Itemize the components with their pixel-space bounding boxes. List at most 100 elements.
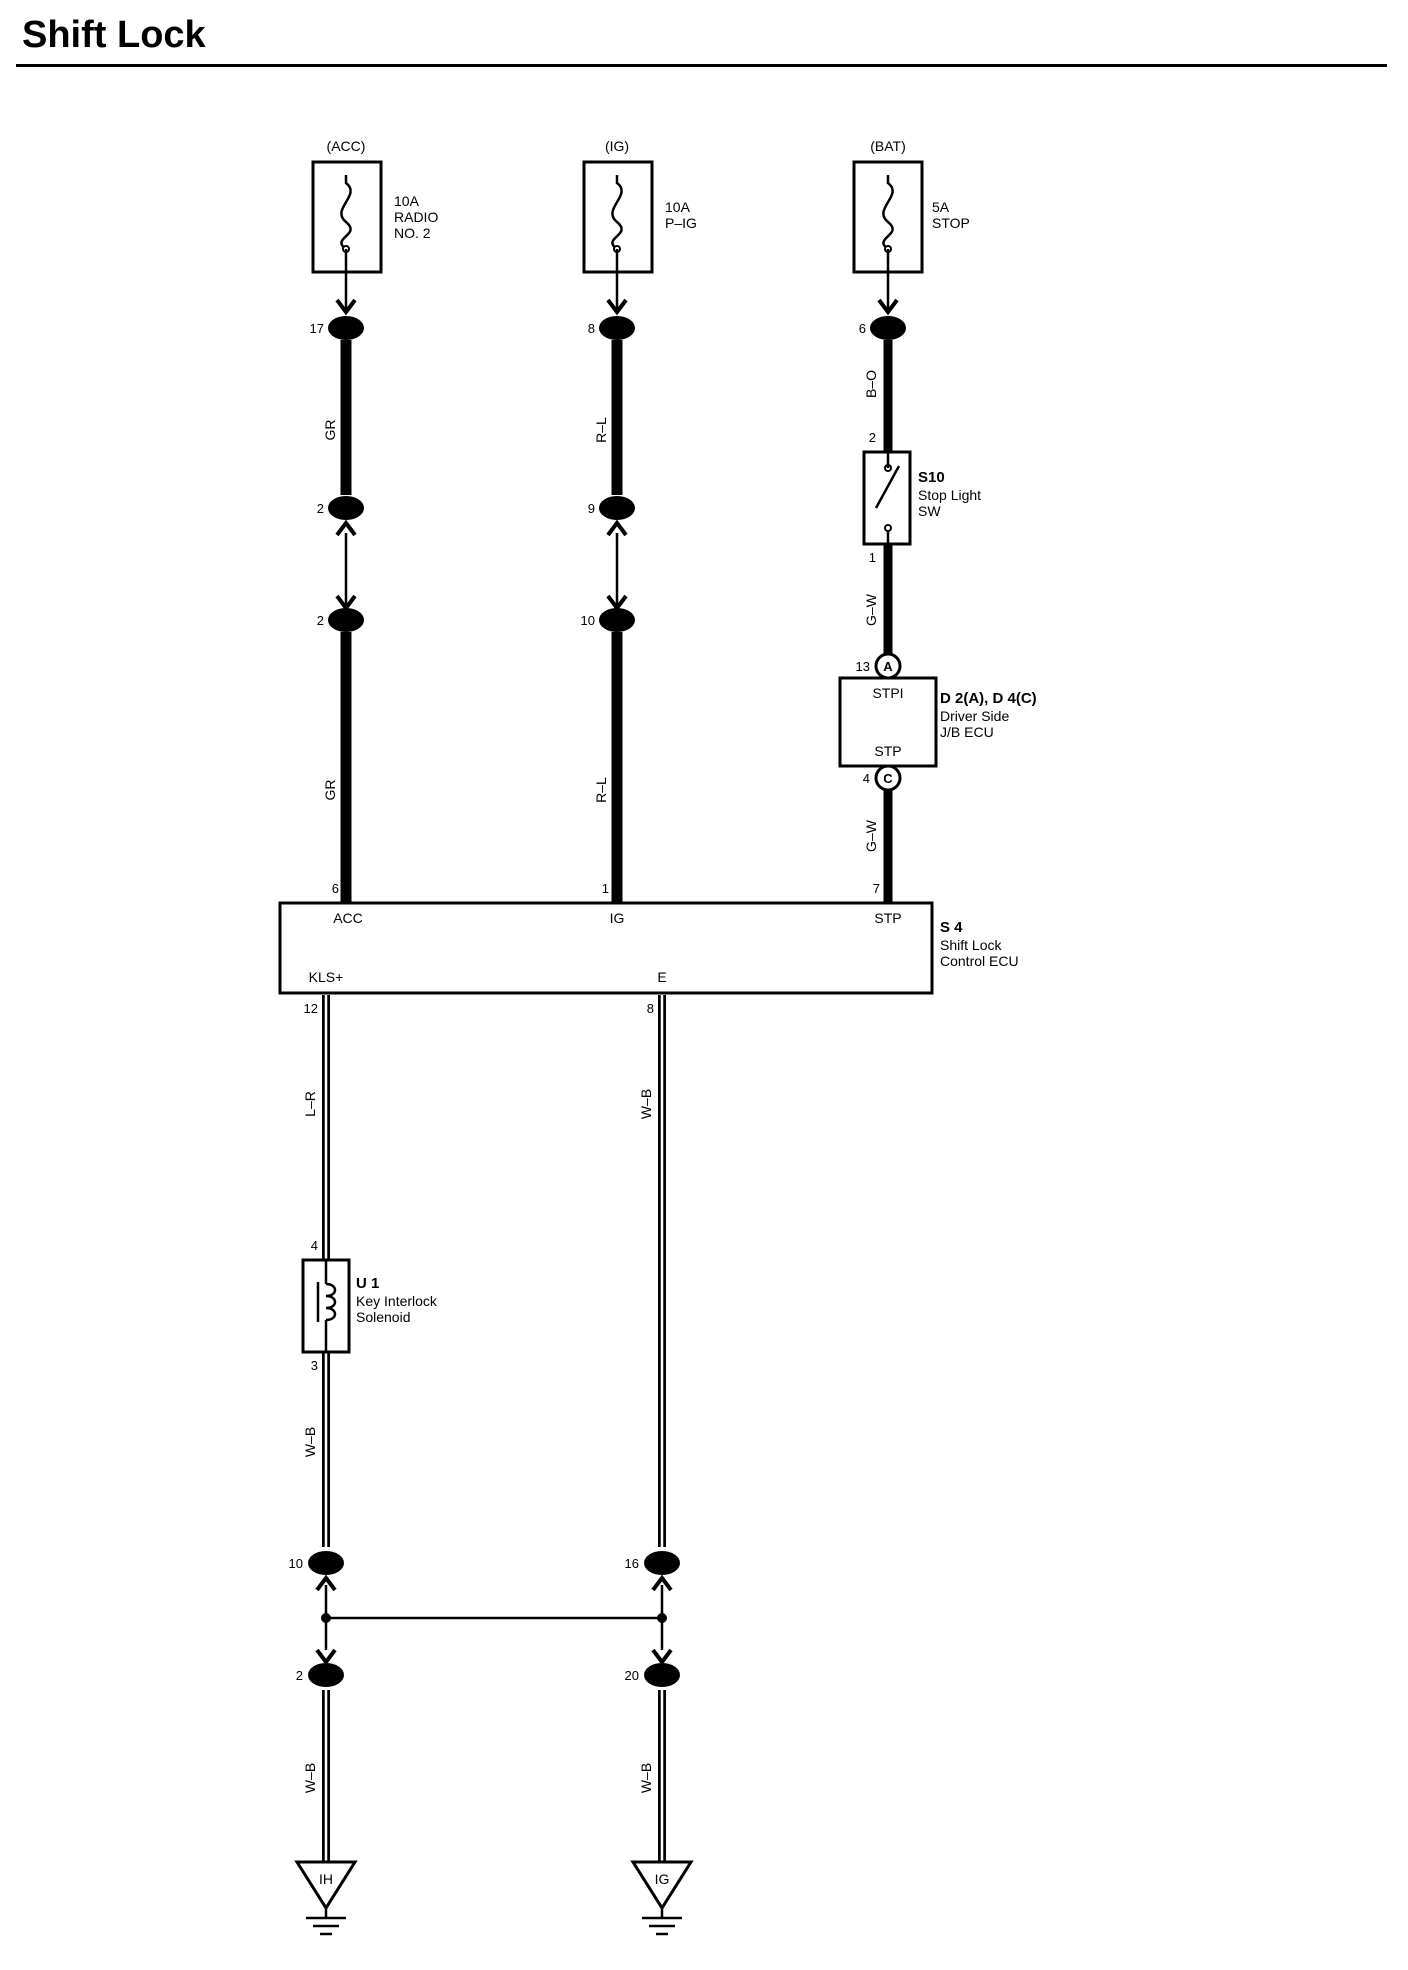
connector-id: 3E <box>610 321 625 335</box>
component-name: Shift Lock <box>940 937 1002 953</box>
connector-circle <box>874 764 902 792</box>
supply-label-ig: (IG) <box>605 138 629 154</box>
connector-oval <box>599 496 635 520</box>
splice-point <box>321 1613 331 1623</box>
component-name-2: Control ECU <box>940 953 1019 969</box>
connector-id: 4D <box>654 1668 670 1682</box>
terminal-label: KLS+ <box>309 969 344 985</box>
ground-ih: IH <box>294 1860 358 1936</box>
ecu-box <box>838 676 938 768</box>
component-code: S 4 <box>940 919 963 936</box>
component-name-2: Solenoid <box>356 1309 411 1325</box>
ground-id: IH <box>319 1871 333 1887</box>
pin-number: 2 <box>869 430 876 445</box>
shift-lock-control-ecu: 6 1 7 ACC IG STP KLS+ E 12 8 S 4 Shift L… <box>278 881 1019 1016</box>
pin-number: 4 <box>311 1238 318 1253</box>
title-rule <box>16 64 1387 67</box>
ecu-box <box>278 901 934 995</box>
connector-id: 4F <box>610 613 624 627</box>
terminal-label: STP <box>874 743 901 759</box>
wire-labels: GR R–L B–O GR R–L G–W G–W L–R W–B W–B W–… <box>302 370 879 1793</box>
component-code: D 2(A), D 4(C) <box>940 690 1037 707</box>
fuse-name: RADIO <box>394 209 438 225</box>
stop-light-switch: 2 1 S10 Stop Light SW <box>862 430 981 565</box>
connector-id: 4D <box>609 501 625 515</box>
wire-label: B–O <box>863 370 879 398</box>
fuse-name: STOP <box>932 215 970 231</box>
pin-number: 17 <box>310 321 324 336</box>
wire-label: R–L <box>593 777 609 803</box>
ground-point-icon <box>630 1860 694 1911</box>
component-name: Driver Side <box>940 708 1009 724</box>
fuse-name-2: NO. 2 <box>394 225 431 241</box>
pin-number: 4 <box>863 771 870 786</box>
arrow-up-icon <box>315 1574 337 1592</box>
pin-number: 7 <box>873 881 880 896</box>
connector-4d-16: 4D 16 <box>625 1551 680 1592</box>
arrow-down-icon <box>651 1648 673 1666</box>
connector-id: A <box>883 659 893 674</box>
fuse-rating: 5A <box>932 199 950 215</box>
connector-oval <box>328 496 364 520</box>
arrow-down-icon <box>315 1648 337 1666</box>
connector-3e-17: 3E 17 <box>310 298 364 340</box>
arrow-up-icon <box>651 1574 673 1592</box>
pin-number: 2 <box>317 501 324 516</box>
wire-label: W–B <box>638 1089 654 1119</box>
splice-point <box>657 1613 667 1623</box>
connector-id: 5A <box>338 501 354 515</box>
terminal-label: STPI <box>872 685 903 701</box>
wire-label: W–B <box>302 1763 318 1793</box>
supply-label-acc: (ACC) <box>327 138 366 154</box>
coil-icon <box>325 1282 337 1322</box>
connector-oval <box>599 608 635 632</box>
pin-number: 13 <box>856 659 870 674</box>
connector-oval <box>308 1551 344 1575</box>
fuse-element-icon <box>340 175 352 251</box>
switch-contact-icon <box>874 465 901 509</box>
connector-4d-20: 4D 20 <box>625 1648 680 1687</box>
connector-4a-2: 4A 2 <box>296 1648 344 1687</box>
connector-id: 4B <box>318 1556 334 1570</box>
fuse-p-ig: (IG) 10A P–IG <box>582 138 697 274</box>
terminal-label: IG <box>610 910 625 926</box>
ground-point-icon <box>294 1860 358 1911</box>
connector-oval <box>870 316 906 340</box>
connector-oval <box>644 1663 680 1687</box>
pin-number: 1 <box>602 881 609 896</box>
connector-oval <box>644 1551 680 1575</box>
fuse-element-icon <box>882 175 894 251</box>
connector-id: 4D <box>654 1556 670 1570</box>
fuse-radio-no2: (ACC) 10A RADIO NO. 2 <box>311 138 438 274</box>
wire-label: W–B <box>302 1427 318 1457</box>
key-interlock-solenoid: 4 3 U 1 Key Interlock Solenoid <box>301 1238 438 1373</box>
connector-4d-9: 4D 9 <box>588 496 635 537</box>
arrow-up-icon <box>335 519 357 537</box>
wire-label: GR <box>322 780 338 801</box>
connector-id: 5F <box>339 613 353 627</box>
pin-number: 1 <box>869 550 876 565</box>
connector-4b-10: 4B 10 <box>289 1551 344 1592</box>
wire-label: R–L <box>593 417 609 443</box>
component-code: S10 <box>918 469 945 486</box>
component-name-2: SW <box>918 503 941 519</box>
fuse-stop: (BAT) 5A STOP <box>852 138 970 274</box>
component-name: Key Interlock <box>356 1293 438 1309</box>
connector-2c-6: 2C 6 <box>859 298 906 340</box>
connector-id: C <box>883 771 893 786</box>
wire-label: G–W <box>863 819 879 852</box>
connector-oval <box>308 1663 344 1687</box>
connector-id: 3E <box>339 321 354 335</box>
terminal-label: ACC <box>333 910 363 926</box>
pin-number: 8 <box>647 1001 654 1016</box>
pin-number: 3 <box>311 1358 318 1373</box>
pin-number: 6 <box>332 881 339 896</box>
fuse-rating: 10A <box>394 193 420 209</box>
connector-oval <box>328 608 364 632</box>
component-code: U 1 <box>356 1275 379 1292</box>
pin-number: 2 <box>296 1668 303 1683</box>
wire-label: W–B <box>638 1763 654 1793</box>
arrow-down-icon <box>606 298 628 316</box>
page-title: Shift Lock <box>22 14 206 56</box>
